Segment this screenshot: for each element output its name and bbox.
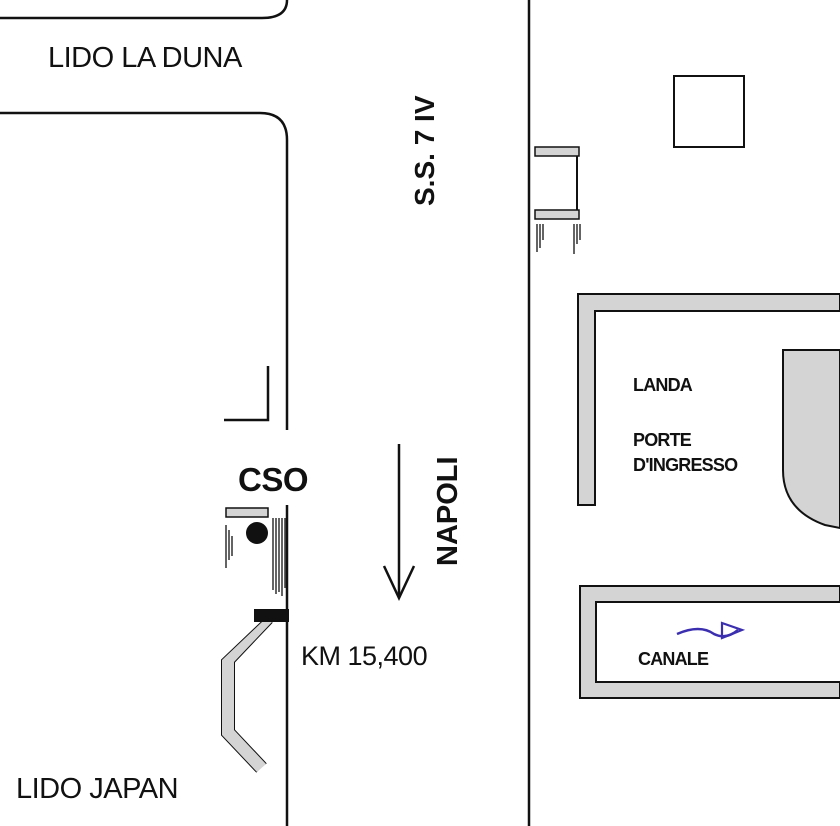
gate-bar-top <box>534 146 580 157</box>
label-canale: CANALE <box>638 649 709 669</box>
small-building <box>673 75 745 148</box>
cso-barrier <box>225 507 269 518</box>
block-top-left <box>0 0 289 20</box>
label-direction: NAPOLI <box>432 456 464 566</box>
corner-mark <box>224 366 270 422</box>
label-road: S.S. 7 IV <box>409 95 440 207</box>
label-lido-la-duna: LIDO LA DUNA <box>48 42 242 74</box>
gate-arc <box>782 349 840 530</box>
filled-circle-icon <box>246 522 268 544</box>
canale-enclosure <box>579 585 840 699</box>
side-road-fill <box>222 622 272 772</box>
gate-hatch <box>536 224 581 254</box>
label-lido-japan: LIDO JAPAN <box>16 773 179 805</box>
label-cso: CSO <box>238 461 309 498</box>
cso-hatch <box>225 518 286 596</box>
label-ingresso: D'INGRESSO <box>633 455 738 475</box>
arrow-down-head <box>382 565 416 601</box>
block-left-main <box>0 111 289 430</box>
label-landa: LANDA <box>633 375 693 395</box>
km-marker <box>254 609 289 622</box>
landa-enclosure <box>577 293 840 506</box>
gate-bar-bottom <box>534 209 580 220</box>
label-porte: PORTE <box>633 430 692 450</box>
label-km: KM 15,400 <box>301 641 428 671</box>
flow-arrow-head <box>720 621 746 640</box>
